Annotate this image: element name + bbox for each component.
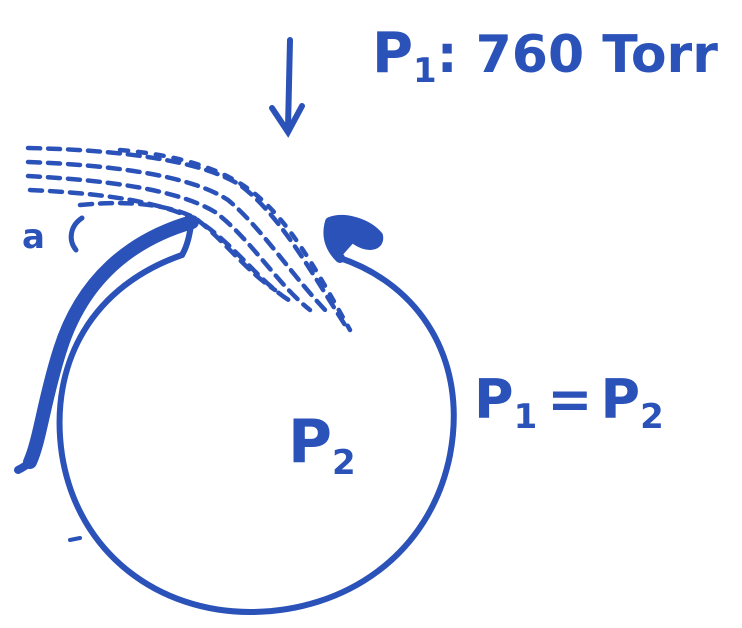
- outer-band-tail: [14, 458, 34, 474]
- outside-pressure-label: P1: 760 Torr: [372, 21, 718, 91]
- equation-label: P1=P2: [474, 368, 664, 437]
- small-tick: [68, 536, 82, 542]
- down-arrow: [269, 37, 305, 138]
- side-bracket: [68, 215, 85, 253]
- outer-band: [23, 215, 199, 469]
- side-mark: a: [22, 217, 45, 257]
- gas-flow-lines: [25, 145, 353, 333]
- flask-outline: [56, 252, 457, 616]
- flask-neck-right: [323, 214, 384, 263]
- inside-pressure-label: P2: [288, 407, 356, 483]
